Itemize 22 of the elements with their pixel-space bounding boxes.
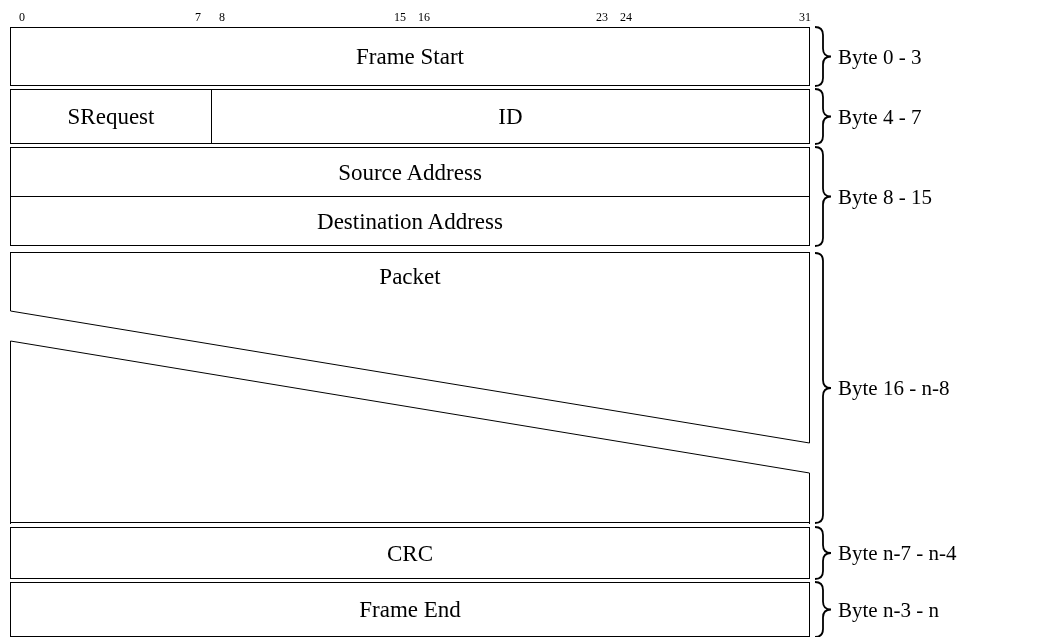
- field-label: ID: [498, 105, 523, 128]
- byte-range-label: Byte 4 - 7: [838, 106, 922, 127]
- field-box: [211, 89, 810, 144]
- field-label: Destination Address: [317, 209, 503, 233]
- field-label: Packet: [379, 265, 441, 288]
- field-label: CRC: [387, 541, 433, 565]
- field-box: [10, 196, 810, 246]
- field-label: Frame End: [359, 598, 461, 621]
- byte-range-label: Byte n-7 - n-4: [838, 542, 957, 564]
- field-box: [10, 582, 810, 637]
- byte-range-label: Byte n-3 - n: [838, 599, 939, 620]
- field-box: [10, 89, 212, 144]
- field-box: [10, 27, 810, 86]
- field-label: SRequest: [67, 105, 155, 128]
- byte-range-label: Byte 16 - n-8: [838, 377, 950, 399]
- field-box: [10, 147, 810, 197]
- field-box: [10, 252, 810, 523]
- field-box: [10, 527, 810, 579]
- byte-range-label: Byte 0 - 3: [838, 46, 922, 67]
- field-label: Frame Start: [356, 45, 464, 68]
- byte-range-label: Byte 8 - 15: [838, 186, 932, 207]
- field-label: Source Address: [338, 160, 482, 184]
